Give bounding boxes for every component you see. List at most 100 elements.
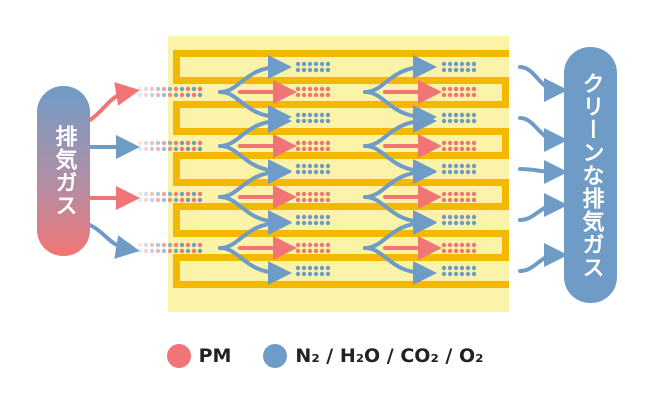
particle-dot [447, 67, 453, 73]
particle-dot [447, 112, 453, 118]
particle-dot [173, 248, 179, 254]
particle-dot [465, 86, 471, 92]
particle-dot [155, 197, 161, 203]
particle-dot [441, 61, 447, 67]
particle-dot [197, 191, 203, 197]
particle-dot [137, 191, 143, 197]
particle-dot [307, 92, 313, 98]
flow-arrow [518, 65, 568, 102]
particle-dot [441, 86, 447, 92]
particle-dot [471, 86, 477, 92]
particle-dot [191, 248, 197, 254]
particle-dot [185, 86, 191, 92]
particle-dot [161, 92, 167, 98]
particle-dot [307, 197, 313, 203]
particle-dot [441, 248, 447, 254]
particle-dot [319, 220, 325, 226]
outlet-plug [502, 84, 509, 101]
particle-dots [137, 61, 477, 277]
particle-dot [319, 248, 325, 254]
particle-dot [143, 146, 149, 152]
particle-dot [307, 242, 313, 248]
particle-dot [471, 61, 477, 67]
particle-dot [301, 191, 307, 197]
inlet-gas-label: 排気ガス [37, 86, 90, 256]
particle-dot [453, 67, 459, 73]
particle-dot [295, 140, 301, 146]
particle-dot [179, 146, 185, 152]
particle-dot [325, 86, 331, 92]
particle-dot [319, 242, 325, 248]
particle-dot [313, 118, 319, 124]
particle-dot [459, 242, 465, 248]
channel-walls [173, 50, 509, 288]
particle-dot [459, 112, 465, 118]
particle-dot [137, 86, 143, 92]
particle-dot [447, 265, 453, 271]
particle-dot [161, 140, 167, 146]
particle-dot [465, 140, 471, 146]
flow-arrow [518, 243, 568, 273]
inlet-plug [173, 159, 180, 179]
particle-dot [167, 191, 173, 197]
particle-dot [453, 92, 459, 98]
particle-dot [453, 112, 459, 118]
channel-wall [173, 179, 509, 186]
particle-dot [325, 92, 331, 98]
particle-dot [143, 140, 149, 146]
particle-dot [137, 197, 143, 203]
particle-dot [325, 248, 331, 254]
particle-dot [313, 242, 319, 248]
gas-legend-label: N₂ / H₂O / CO₂ / O₂ [295, 345, 484, 367]
particle-dot [313, 214, 319, 220]
channel-wall [173, 281, 509, 288]
particle-dot [191, 191, 197, 197]
particle-dot [295, 220, 301, 226]
particle-dot [295, 248, 301, 254]
particle-dot [471, 220, 477, 226]
particle-dot [191, 86, 197, 92]
particle-dot [453, 146, 459, 152]
particle-dot [471, 197, 477, 203]
particle-dot [185, 146, 191, 152]
particle-dot [471, 271, 477, 277]
particle-dot [173, 197, 179, 203]
particle-dot [441, 92, 447, 98]
particle-dot [441, 112, 447, 118]
particle-dot [191, 140, 197, 146]
particle-dot [319, 61, 325, 67]
particle-dot [459, 61, 465, 67]
particle-dot [295, 191, 301, 197]
channel-wall [173, 101, 509, 108]
particle-dot [459, 146, 465, 152]
particle-dot [453, 214, 459, 220]
particle-dot [319, 191, 325, 197]
particle-dot [447, 191, 453, 197]
particle-dot [465, 271, 471, 277]
particle-dot [325, 197, 331, 203]
particle-dot [179, 140, 185, 146]
particle-dot [197, 242, 203, 248]
particle-dot [307, 248, 313, 254]
particle-dot [185, 140, 191, 146]
particle-dot [453, 169, 459, 175]
particle-dot [167, 86, 173, 92]
particle-dot [319, 169, 325, 175]
particle-dot [155, 191, 161, 197]
particle-dot [465, 146, 471, 152]
particle-dot [447, 197, 453, 203]
particle-dot [471, 191, 477, 197]
particle-dot [307, 271, 313, 277]
particle-dot [143, 197, 149, 203]
particle-dot [301, 214, 307, 220]
outlet-plug [502, 237, 509, 254]
inlet-plug [173, 210, 180, 230]
particle-dot [185, 191, 191, 197]
particle-dot [149, 191, 155, 197]
particle-dot [313, 271, 319, 277]
particle-dot [197, 146, 203, 152]
particle-dot [465, 214, 471, 220]
particle-dot [465, 67, 471, 73]
particle-dot [319, 67, 325, 73]
